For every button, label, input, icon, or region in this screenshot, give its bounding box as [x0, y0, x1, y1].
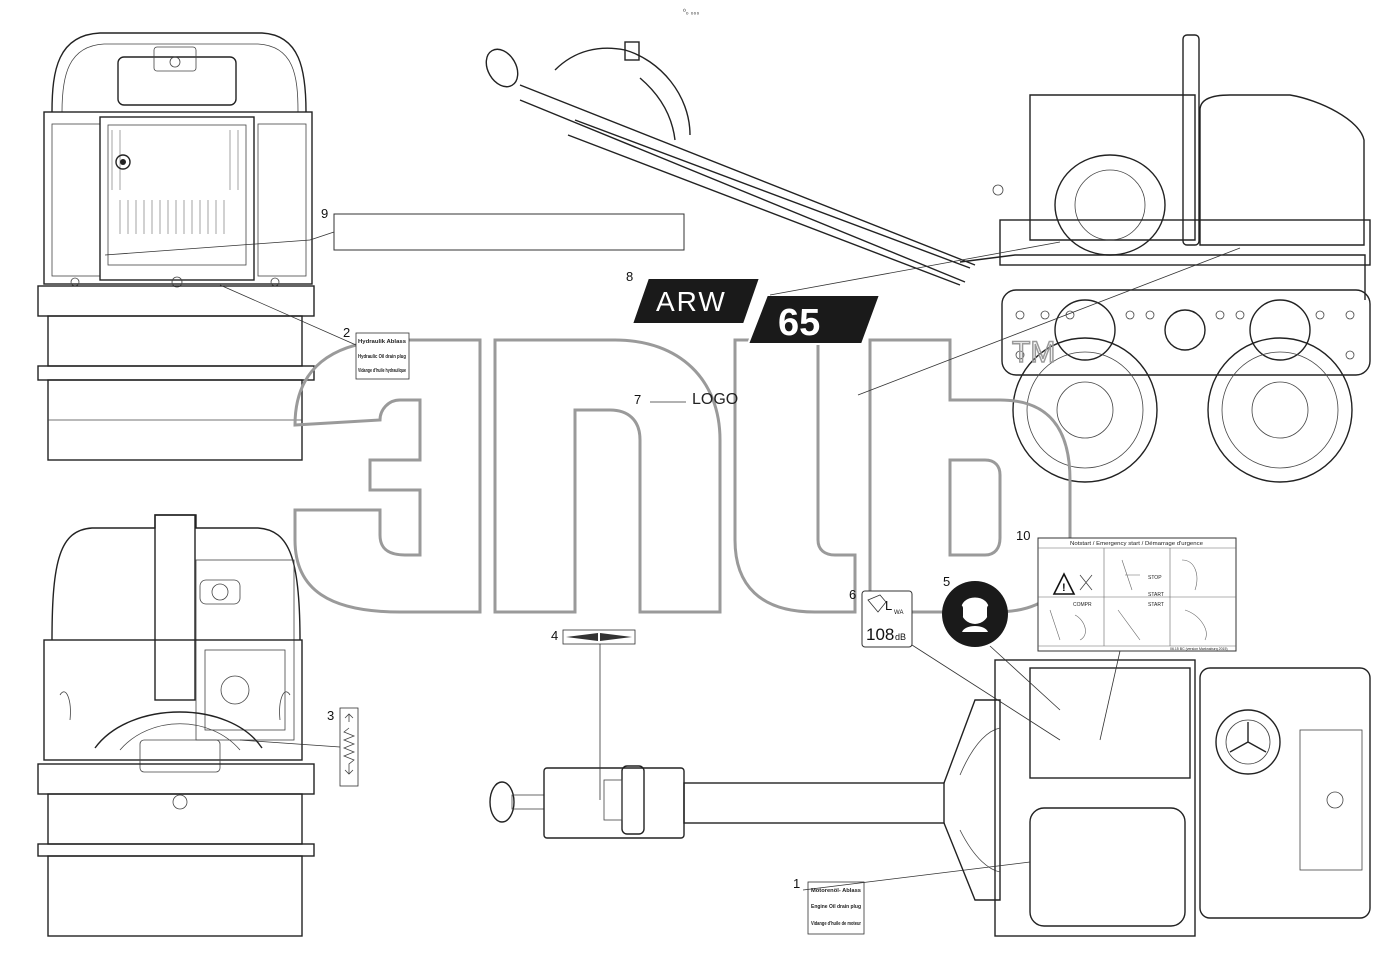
- decal-2-hydraulic-drain: Hydraulik Ablass Hydraulic Oil drain plu…: [355, 332, 410, 380]
- sound-value: 108: [866, 625, 894, 644]
- callout-7: 7: [634, 392, 641, 407]
- decal-4-direction-strip: [562, 629, 636, 645]
- side-view-drawing: [485, 34, 1371, 483]
- decal-10-emergency-start: Notstart / Emergency start / Démarrage d…: [1037, 537, 1237, 652]
- tension-spring-icon: [342, 713, 356, 775]
- sound-symbol: L: [885, 598, 892, 613]
- hydraulic-line-de: Hydraulik Ablass: [358, 339, 406, 345]
- callout-1: 1: [793, 876, 800, 891]
- hydraulic-line-en: Hydraulic Oil drain plug: [358, 354, 406, 360]
- decal-1-engine-oil-drain: Motorenöl- Ablass Engine Oil drain plug …: [807, 881, 865, 935]
- callout-8: 8: [626, 269, 633, 284]
- callout-3: 3: [327, 708, 334, 723]
- front-view-drawing: [37, 32, 315, 461]
- watermark-tm: TM: [1012, 336, 1055, 369]
- decal-6-sound-level: L WA 108 dB: [861, 590, 913, 648]
- decal-5-hearing-protection: [942, 581, 1008, 647]
- emergency-cell-compr: COMPR: [1073, 602, 1092, 608]
- decal-9-blank-strip: [333, 213, 685, 251]
- callout-6: 6: [849, 587, 856, 602]
- emergency-cell-stop: STOP: [1148, 575, 1162, 581]
- engine-line-fr: Vidange d'huile de moteur: [811, 921, 861, 927]
- emergency-cell-start-1: START: [1148, 592, 1164, 598]
- callout-9: 9: [321, 206, 328, 221]
- warning-triangle-icon: [1052, 572, 1076, 595]
- callout-10: 10: [1016, 528, 1030, 543]
- model-prefix: ARW: [656, 286, 727, 317]
- callout-5: 5: [943, 574, 950, 589]
- engine-line-en: Engine Oil drain plug: [811, 904, 861, 910]
- engine-line-de: Motorenöl- Ablass: [811, 888, 861, 894]
- top-view-drawing: [489, 659, 1371, 937]
- sound-subscript: WA: [894, 610, 903, 616]
- decal-3-tension-spring: [339, 707, 359, 787]
- hydraulic-line-fr: Vidange d'huile hydraulique: [358, 368, 406, 374]
- svg-text:!: !: [1062, 582, 1066, 594]
- callout-4: 4: [551, 628, 558, 643]
- model-number: 65: [778, 302, 820, 344]
- emergency-cell-start-2: START: [1148, 602, 1164, 608]
- emergency-title: Notstart / Emergency start / Démarrage d…: [1070, 541, 1203, 547]
- sound-unit: dB: [895, 632, 906, 642]
- decal-8-model-badge: ARW 65: [630, 277, 882, 345]
- header-mark: ⁰₀ ₀₀₀: [683, 8, 699, 16]
- decal-7-logo-text: LOGO: [692, 391, 738, 408]
- rear-view-drawing: [37, 514, 315, 937]
- emergency-footer: 06.15 BC (version Marknaburg 2015): [1170, 647, 1228, 651]
- watermark-logo: TM: [293, 335, 1072, 614]
- callout-2: 2: [343, 325, 350, 340]
